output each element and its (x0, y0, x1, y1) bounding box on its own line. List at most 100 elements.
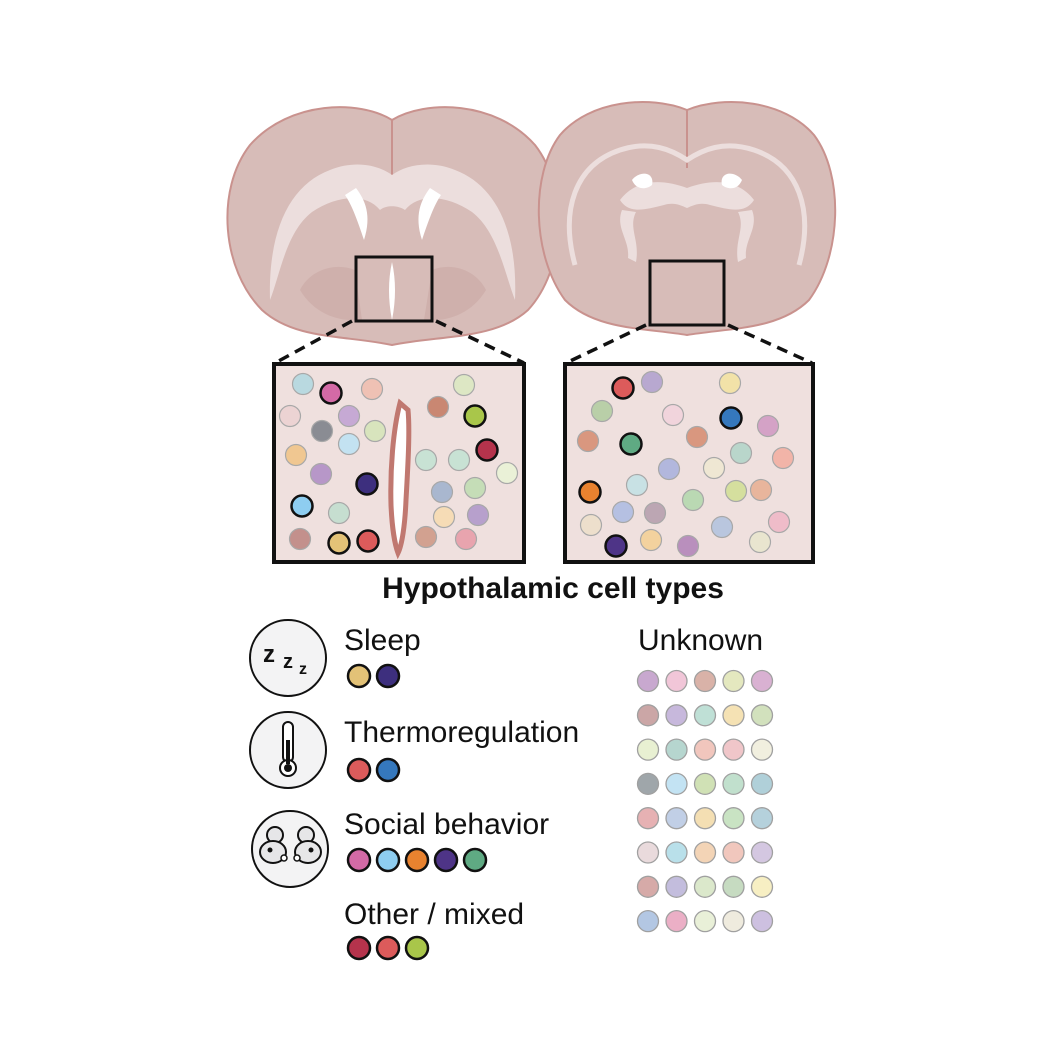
brain-left-corpus-callosum (269, 164, 516, 300)
panel-right-cell (578, 480, 602, 504)
brain-section-right (537, 101, 837, 337)
panel-left-cell (288, 527, 312, 551)
unknown-swatch (750, 909, 774, 933)
brain-right-cortex-line (566, 143, 808, 266)
zoom-box-left (354, 255, 434, 323)
unknown-swatch (665, 669, 688, 693)
unknown-swatch (636, 875, 660, 898)
panel-left-cell (430, 480, 454, 504)
legend-swatch (375, 663, 401, 689)
legend-swatch (375, 757, 401, 783)
panel-right-cell (681, 488, 705, 512)
panel-left-cell (495, 461, 519, 485)
brain-left-ventricle-r (418, 188, 441, 240)
unknown-swatch (693, 841, 717, 864)
panel-right-cell (756, 414, 780, 438)
panel-left-cell (309, 462, 333, 486)
panel-left-cell (426, 395, 450, 419)
cell-group-right (576, 370, 795, 558)
unknown-swatch (636, 704, 660, 727)
unknown-swatch (636, 772, 660, 796)
legend-swatch (375, 847, 401, 873)
panel-left-cell (310, 419, 334, 443)
panel-left-cell (463, 476, 487, 500)
panel-left-cell (337, 432, 361, 456)
panel-right-cell (702, 456, 726, 480)
unknown-swatch (722, 772, 745, 796)
unknown-swatch (750, 875, 774, 898)
panel-right-cell (749, 478, 773, 502)
unknown-swatches (636, 669, 774, 933)
cell-group-left (278, 372, 519, 555)
unknown-swatch (722, 704, 745, 727)
legend-label-thermoregulation: Thermoregulation (344, 716, 580, 749)
panel-left-cell (363, 419, 387, 443)
legend-swatch (404, 935, 430, 961)
panel-left-cell (327, 531, 351, 555)
legend-label-sleep: Sleep (344, 624, 421, 657)
mouse-right-head (294, 840, 322, 864)
panel-right-cell (729, 441, 753, 465)
zoom-line-left-a (274, 319, 353, 365)
brain-section-left (226, 106, 560, 347)
legend-swatch (346, 935, 372, 961)
panel-left-cell (355, 472, 379, 496)
zoom-lines (274, 319, 813, 365)
legend-label-social-behavior: Social behavior (344, 808, 550, 841)
unknown-swatch (722, 807, 745, 830)
zoom-line-right-b (727, 323, 813, 365)
legend-swatch (346, 757, 372, 783)
panel-right-cell (685, 425, 709, 449)
panel-left-cell (356, 529, 380, 553)
unknown-swatch (693, 909, 717, 933)
zoom-panel-right (563, 362, 815, 564)
sleep-zzz-icon: z z z (249, 619, 327, 697)
unknown-swatch (636, 669, 660, 693)
panel-left-cell (278, 404, 302, 428)
panel-left-cell (475, 438, 499, 462)
mouse-right-nose (293, 854, 301, 862)
panel-left-cell (463, 404, 487, 428)
panel-right-cell (710, 515, 734, 539)
mouse-left-nose (280, 854, 288, 862)
diagram-title: Hypothalamic cell types (382, 572, 724, 605)
panel-right-cell (619, 432, 643, 456)
panel-right-cell (611, 376, 635, 400)
unknown-swatch (636, 738, 660, 761)
panel-left-cell (414, 525, 438, 549)
unknown-swatch (722, 909, 745, 933)
brain-right-ventricle-l (632, 173, 653, 189)
unknown-swatch (750, 738, 774, 761)
brain-right-ventricle-r (721, 173, 742, 189)
sleep-icon-circle (249, 619, 327, 697)
zoom-panel-left (272, 362, 526, 564)
panel-right-cell (771, 446, 795, 470)
unknown-swatch (750, 772, 774, 796)
unknown-swatch (665, 875, 688, 898)
panel-right-cell (719, 406, 743, 430)
panel-left-cell (327, 501, 351, 525)
brain-left-thalamus (300, 266, 486, 321)
panel-right-cell (625, 473, 649, 497)
mouse-left-head (259, 840, 287, 864)
unknown-swatch (665, 909, 688, 933)
mouse-right-eye (308, 847, 314, 853)
unknown-swatch (665, 772, 688, 796)
panel-left-cell (452, 373, 476, 397)
third-ventricle-outline (388, 398, 412, 560)
panel-right-cell (640, 370, 664, 394)
unknown-swatch (693, 807, 717, 830)
two-mice-icon (251, 810, 329, 888)
panel-left-cell (284, 443, 308, 467)
panel-left-cell (414, 448, 438, 472)
legend-label-unknown: Unknown (638, 624, 764, 657)
panel-left-cell (360, 377, 384, 401)
unknown-swatch (693, 704, 717, 727)
panel-right-cell (590, 399, 614, 423)
unknown-swatch (665, 704, 688, 727)
panel-right-cell (661, 403, 685, 427)
legend-swatch (346, 663, 372, 689)
brain-left-third-ventricle (389, 262, 395, 320)
panel-left-cell (454, 527, 478, 551)
